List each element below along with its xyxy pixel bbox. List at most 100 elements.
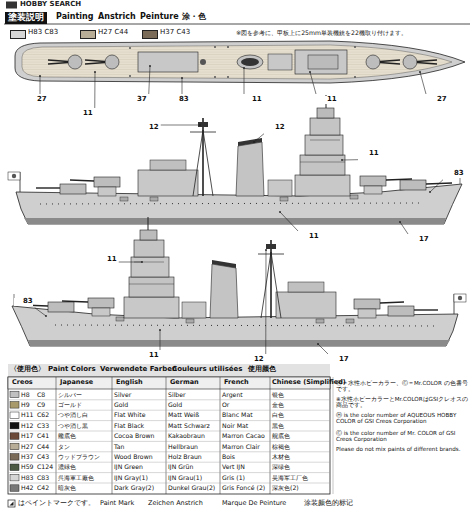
table-cell: Or — [222, 402, 229, 409]
table-cell: H8 — [21, 392, 30, 399]
callout-number: 12 — [245, 356, 264, 364]
table-cell: Hellbraun — [168, 444, 198, 451]
paint-mark-icon — [8, 500, 15, 507]
table-cell: 棕褐色 — [272, 444, 290, 451]
header-word: Peinture — [140, 13, 179, 22]
table-cell: H9 — [21, 402, 30, 409]
leader-line — [182, 78, 183, 94]
leader-dot — [181, 77, 183, 79]
callout-number: 11 — [140, 352, 159, 360]
table-cell: C42 — [37, 485, 49, 492]
assembly-note: ※図を参考に、甲板上に25mm単装機銃を22機取り付けます。 — [236, 30, 470, 37]
table-cell: C9 — [37, 402, 45, 409]
table-cell: Marron Cacao — [222, 433, 265, 440]
table-cell: Tan — [114, 444, 124, 451]
table-cell: Cocoa Brown — [114, 433, 154, 440]
watermark: HOBBY SEARCH — [20, 1, 81, 9]
leader-line — [430, 180, 443, 192]
header-word: Anstrich — [98, 13, 136, 22]
table-rule — [8, 483, 330, 484]
callout-number: 12 — [140, 124, 159, 132]
header-word: Painting — [56, 13, 93, 22]
column-header: French — [224, 379, 249, 386]
table-cell: 濃緑色 — [58, 464, 76, 471]
legend-text: H83 C83 — [28, 29, 58, 37]
column-header: Creos — [12, 379, 33, 386]
table-rule — [8, 431, 330, 432]
table-cell: Blanc Mat — [222, 412, 253, 419]
leader-line — [265, 250, 266, 354]
table-swatch — [10, 412, 19, 419]
leader-line — [342, 159, 358, 160]
table-swatch — [10, 464, 19, 471]
table-swatch — [10, 485, 19, 492]
callout-number: 11 — [98, 256, 117, 264]
callout-number: 11 — [300, 233, 319, 241]
table-swatch — [10, 402, 19, 409]
leader-dot — [309, 71, 311, 73]
table-cell: シルバー — [58, 392, 82, 399]
table-swatch — [10, 474, 19, 481]
table-cell: H42 — [21, 485, 34, 492]
table-swatch — [10, 422, 19, 429]
table-cell: Silber — [168, 392, 186, 399]
column-header: Chinese (Simplified) — [272, 379, 346, 386]
callout-number: 17 — [330, 356, 349, 364]
leader-dot — [429, 191, 431, 193]
table-cell: C83 — [37, 475, 49, 482]
table-cell: 深绿色 — [272, 464, 290, 471]
table-cell: ゴールド — [58, 402, 82, 409]
column-header: Japanese — [60, 379, 93, 386]
callout-number: 27 — [428, 96, 447, 104]
leader-line — [400, 222, 408, 234]
paint-mark-icon — [10, 502, 14, 506]
footer-text: Zeichen Anstrich — [148, 500, 203, 507]
table-cell: H17 — [21, 433, 34, 440]
watermark-logo — [6, 2, 17, 9]
footer-text: Marque De Peinture — [222, 500, 286, 507]
table-swatch — [10, 454, 19, 461]
footer-text: Paint Mark — [100, 500, 134, 507]
table-caption: Paint Colors — [48, 366, 96, 374]
table-cell: Dunkel Grau(2) — [168, 485, 215, 492]
table-cell: C124 — [37, 464, 53, 471]
table-cell: C43 — [37, 454, 49, 461]
paint-note: Ⓒ is the color number of Mr. COLOR of GS… — [336, 430, 470, 442]
table-cell: 白色 — [272, 412, 284, 419]
paint-note: Ⓗ＝水性ホビーカラー、Ⓒ＝Mr.COLOR の色番号です。 — [336, 380, 470, 392]
callout-number: 11 — [243, 96, 262, 104]
leader-line — [149, 66, 150, 94]
table-caption: 使用颜色 — [248, 366, 276, 374]
table-cell: Vert IJN — [222, 464, 245, 471]
table-cell: H11 — [21, 412, 34, 419]
leader-line — [161, 125, 200, 126]
table-cell: Holz Braun — [168, 454, 202, 461]
table-cell: H83 — [21, 475, 34, 482]
leader-dot — [265, 249, 267, 251]
leader-line — [35, 308, 46, 316]
table-cell: H12 — [21, 423, 34, 430]
legend-text: H27 C44 — [98, 29, 128, 37]
leader-dot — [149, 65, 151, 67]
leader-dot — [199, 124, 201, 126]
table-cell: Gold — [168, 402, 182, 409]
leader-dot — [243, 67, 245, 69]
color-swatch — [142, 30, 158, 39]
table-caption: 〈使用色〉 — [10, 366, 45, 374]
table-cell: 黑色 — [272, 423, 284, 430]
table-cell: 舰底色 — [272, 433, 290, 440]
leader-line — [254, 134, 264, 142]
table-cell: Kakaobraun — [168, 433, 205, 440]
table-cell: 银色 — [272, 392, 284, 399]
leader-dot — [94, 71, 96, 73]
leader-dot — [341, 159, 343, 161]
table-rule — [8, 399, 330, 400]
table-swatch — [10, 443, 19, 450]
table-cell: Wood Brown — [114, 454, 153, 461]
legend-text: H37 C43 — [160, 29, 190, 37]
table-cell: IJN Grau(1) — [168, 475, 202, 482]
section-title: 塗装説明 — [5, 12, 47, 24]
leader-dot — [317, 343, 319, 345]
table-cell: 呉海軍工廠色 — [58, 475, 94, 482]
footer-text: 涂装颜色的标记 — [304, 500, 353, 507]
